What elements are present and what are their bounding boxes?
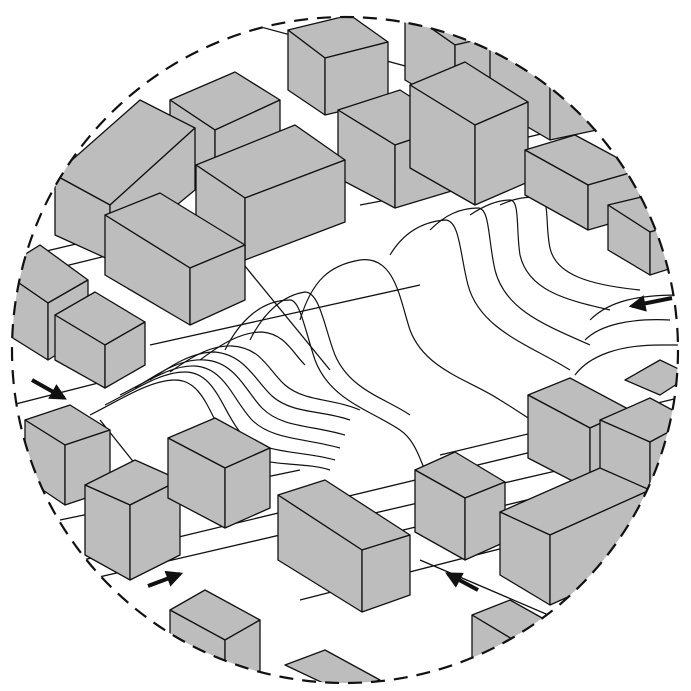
boundary-circle: [10, 15, 680, 685]
arrow-east-lower: [147, 570, 184, 588]
building: [409, 61, 529, 206]
flow-arrows: [31, 295, 673, 592]
building: [287, 17, 389, 116]
arrow-west-right: [628, 295, 673, 312]
building: [499, 467, 651, 606]
building: [607, 194, 678, 276]
building: [54, 291, 146, 389]
arrow-west-lower: [445, 572, 479, 592]
building: [624, 359, 678, 396]
contour-lines: [89, 196, 678, 471]
building: [277, 479, 411, 613]
building: [195, 124, 346, 261]
building: [104, 192, 246, 326]
building: [167, 417, 271, 529]
arrow-east-upper: [31, 378, 67, 400]
building: [284, 649, 381, 683]
building: [84, 459, 181, 581]
building: [414, 451, 506, 561]
